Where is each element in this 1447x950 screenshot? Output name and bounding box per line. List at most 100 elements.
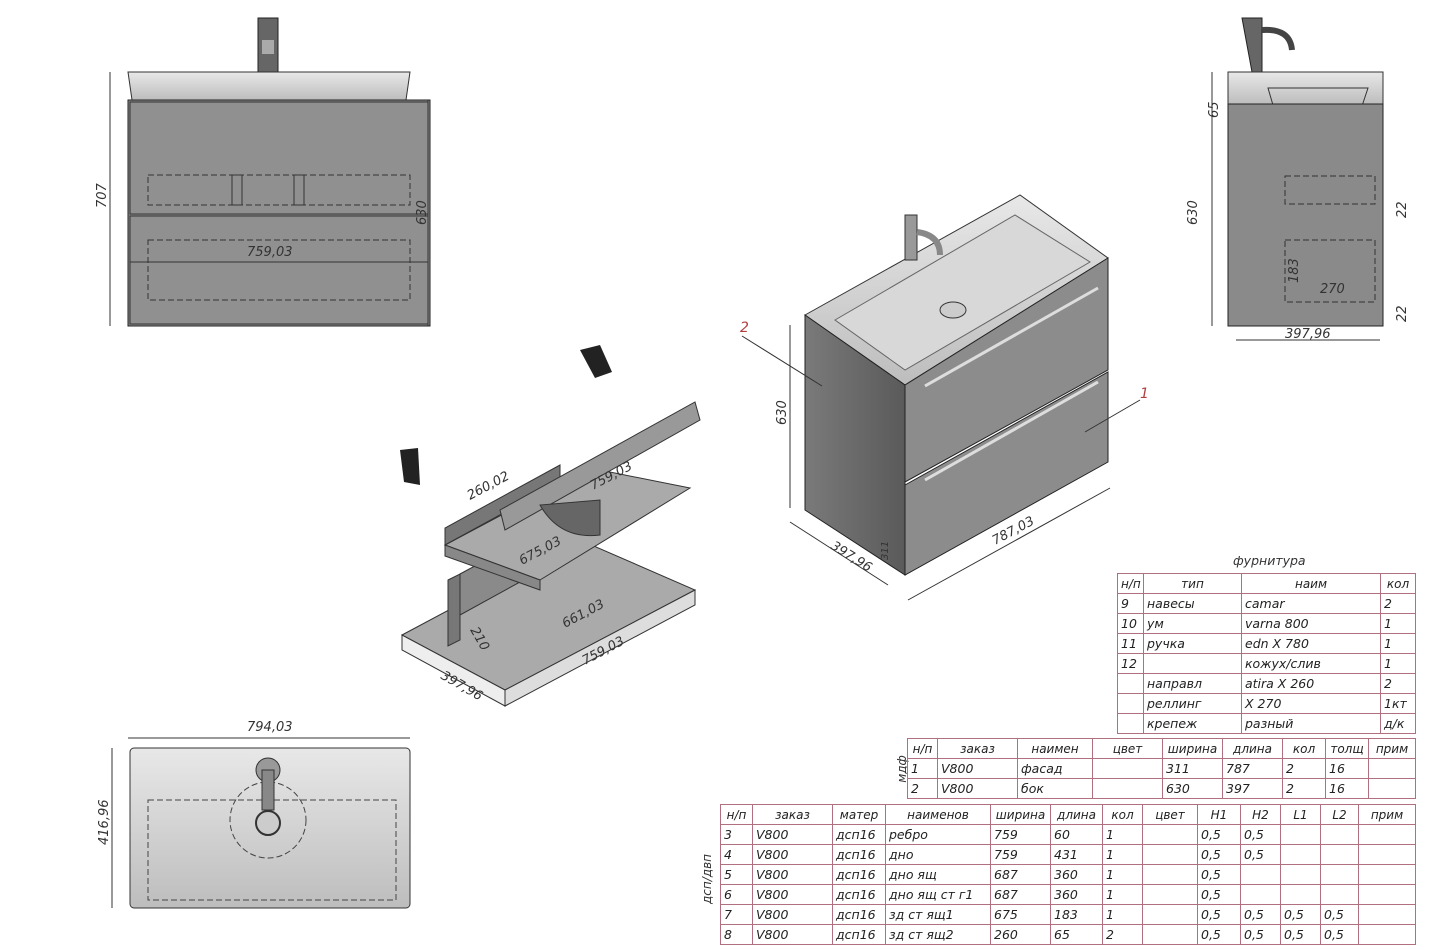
table-cell: V800 — [752, 824, 833, 845]
table-cell: V800 — [937, 778, 1018, 799]
header-cell: прим — [1368, 738, 1416, 759]
table-cell: разный — [1241, 713, 1381, 734]
table-cell: 2 — [907, 778, 938, 799]
table-cell — [1143, 653, 1242, 674]
table-cell: реллинг — [1143, 693, 1242, 714]
table-cell: 0,5 — [1240, 844, 1281, 865]
dim-side-gap-bottom: 22 — [1395, 305, 1410, 322]
table-cell: 2 — [1102, 924, 1143, 945]
table-cell: 6 — [720, 884, 753, 905]
table-cell: 4 — [720, 844, 753, 865]
table-cell: дно ящ ст г1 — [885, 884, 991, 905]
table-cell: 1кт — [1380, 693, 1416, 714]
dim-front-inner-width: 759,03 — [247, 245, 293, 260]
table-cell: дсп16 — [832, 824, 886, 845]
table-cell — [1240, 884, 1281, 905]
table-cell: 0,5 — [1240, 924, 1281, 945]
header-cell: тип — [1143, 573, 1242, 594]
table-cell — [1368, 758, 1416, 779]
table-cell: 1 — [907, 758, 938, 779]
dim-side-drawer-height: 183 — [1287, 258, 1302, 283]
table-cell: varna 800 — [1241, 613, 1381, 634]
table-cell: зд ст ящ1 — [885, 904, 991, 925]
table-cell: 1 — [1380, 613, 1416, 634]
table-cell: 11 — [1117, 633, 1144, 654]
table-cell — [1117, 693, 1144, 714]
table-cell — [1092, 758, 1163, 779]
table-cell: дно ящ — [885, 864, 991, 885]
table-cell: 1 — [1102, 864, 1143, 885]
table-cell — [1142, 924, 1198, 945]
table-cell: 3 — [720, 824, 753, 845]
table-cell: 260 — [990, 924, 1051, 945]
header-cell: цвет — [1142, 804, 1198, 825]
table-cell — [1358, 884, 1416, 905]
table-cell: 10 — [1117, 613, 1144, 634]
table-cell: ребро — [885, 824, 991, 845]
dim-front-height-cabinet: 630 — [415, 200, 430, 225]
dim-side-drawer-depth: 270 — [1320, 282, 1345, 297]
header-cell: н/п — [1117, 573, 1144, 594]
header-cell: L1 — [1280, 804, 1321, 825]
dim-iso-drawer-gap: 311 — [880, 541, 891, 560]
table-cell — [1280, 884, 1321, 905]
table-cell — [1142, 864, 1198, 885]
table-cell: 360 — [1050, 884, 1103, 905]
callout-side: 2 — [740, 320, 749, 336]
dim-side-gap-top: 22 — [1395, 201, 1410, 218]
table-cell: 0,5 — [1197, 864, 1241, 885]
table-cell: 1 — [1380, 653, 1416, 674]
table-cell: 630 — [1162, 778, 1223, 799]
table-cell: 360 — [1050, 864, 1103, 885]
header-cell: длина — [1050, 804, 1103, 825]
header-cell: ширина — [990, 804, 1051, 825]
table-cell: ум — [1143, 613, 1242, 634]
table-cell: edn X 780 — [1241, 633, 1381, 654]
header-cell: H2 — [1240, 804, 1281, 825]
table-cell: 1 — [1102, 904, 1143, 925]
table-cell: X 270 — [1241, 693, 1381, 714]
table-cell — [1358, 924, 1416, 945]
table-cell — [1320, 884, 1359, 905]
header-cell: кол — [1282, 738, 1326, 759]
table-cell — [1320, 844, 1359, 865]
dim-side-height: 630 — [1186, 200, 1201, 225]
table-cell: 0,5 — [1197, 924, 1241, 945]
table-cell: 759 — [990, 844, 1051, 865]
table-cell: фасад — [1017, 758, 1093, 779]
top-view: 794,03 416,96 — [97, 720, 411, 909]
header-cell: матер — [832, 804, 886, 825]
table-cell — [1092, 778, 1163, 799]
table-cell: camar — [1241, 593, 1381, 614]
header-cell: H1 — [1197, 804, 1241, 825]
table-cell — [1142, 884, 1198, 905]
table-cell — [1358, 904, 1416, 925]
table-cell: д/к — [1380, 713, 1416, 734]
table-cell: 1 — [1102, 844, 1143, 865]
table-cell: 2 — [1380, 673, 1416, 694]
table-cell: 9 — [1117, 593, 1144, 614]
dim-front-height-total: 707 — [95, 182, 110, 208]
table-cell — [1280, 824, 1321, 845]
table-cell: 0,5 — [1280, 904, 1321, 925]
table-cell: бок — [1017, 778, 1093, 799]
table-cell: направл — [1143, 673, 1242, 694]
table-cell — [1320, 864, 1359, 885]
table-cell: крепеж — [1143, 713, 1242, 734]
table-cell: 675 — [990, 904, 1051, 925]
table-cell: V800 — [937, 758, 1018, 779]
isometric-view: 630 787,03 397,96 311 2 1 — [740, 194, 1149, 601]
table-cell: 2 — [1380, 593, 1416, 614]
dim-side-basin-height: 65 — [1207, 101, 1222, 118]
table-cell: 0,5 — [1320, 904, 1359, 925]
